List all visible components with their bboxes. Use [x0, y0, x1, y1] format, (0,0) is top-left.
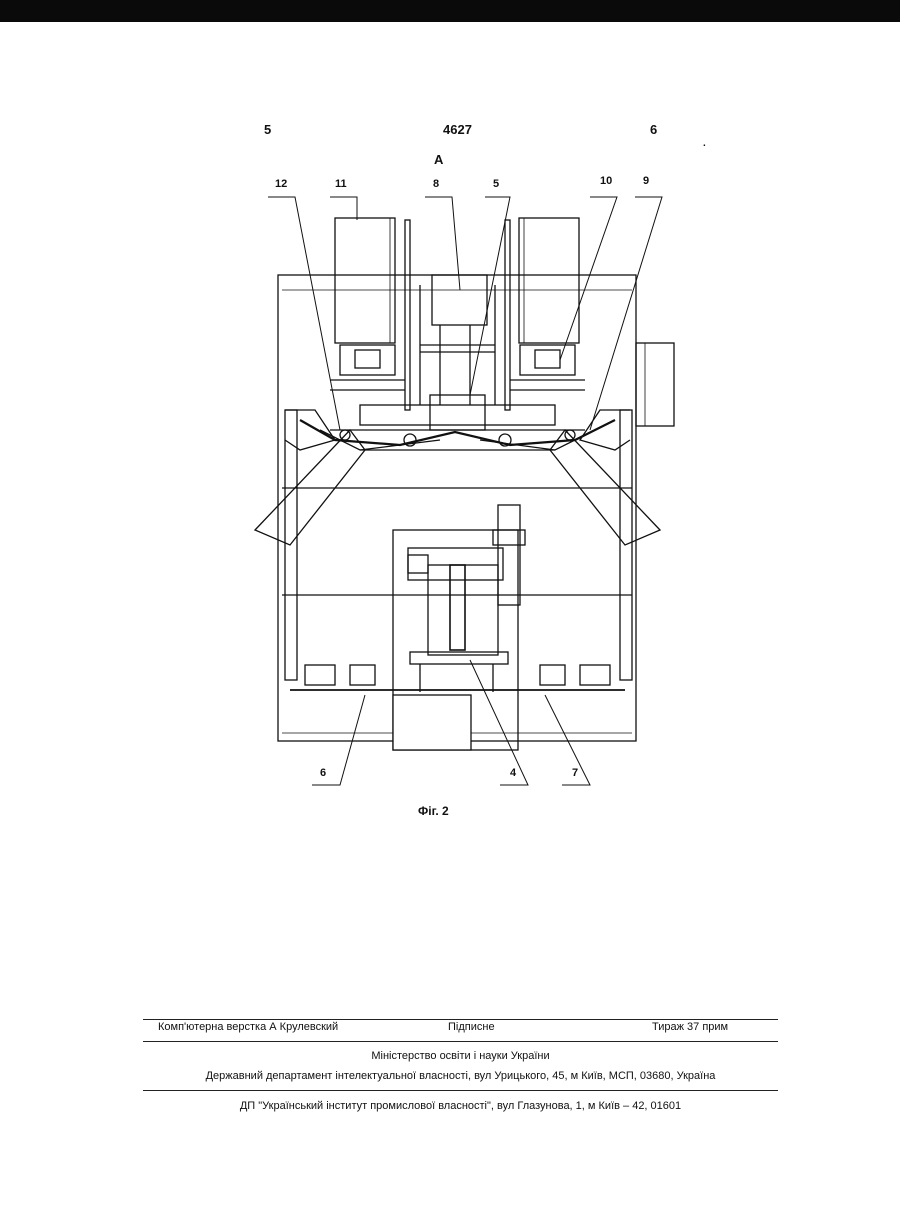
callout-12: 12 — [275, 178, 287, 190]
callout-7: 7 — [572, 767, 578, 779]
callout-9: 9 — [643, 175, 649, 187]
callout-6: 6 — [320, 767, 326, 779]
callout-4: 4 — [510, 767, 516, 779]
side-box — [636, 343, 674, 426]
signature-label: Підписне — [448, 1021, 495, 1033]
hopper-right — [519, 218, 579, 343]
footer-rule-top — [143, 1019, 778, 1020]
ip-institute: ДП "Український інститут промислової вла… — [143, 1100, 778, 1112]
callout-10: 10 — [600, 175, 612, 187]
ministry: Міністерство освіти і науки України — [143, 1050, 778, 1062]
callout-8: 8 — [433, 178, 439, 190]
hopper-left — [335, 218, 395, 343]
figure-caption: Фіг. 2 — [418, 804, 449, 818]
circulation: Тираж 37 прим — [652, 1021, 728, 1033]
callout-11: 11 — [335, 178, 347, 190]
footer-rule-mid — [143, 1041, 778, 1042]
callout-5: 5 — [493, 178, 499, 190]
cross-beam — [360, 405, 555, 425]
layout-credit: Комп'ютерна верстка А Крулевский — [158, 1021, 338, 1033]
cylinder — [498, 505, 520, 605]
ip-department: Державний департамент інтелектуальної вл… — [143, 1070, 778, 1082]
footer-rule-bottom — [143, 1090, 778, 1091]
